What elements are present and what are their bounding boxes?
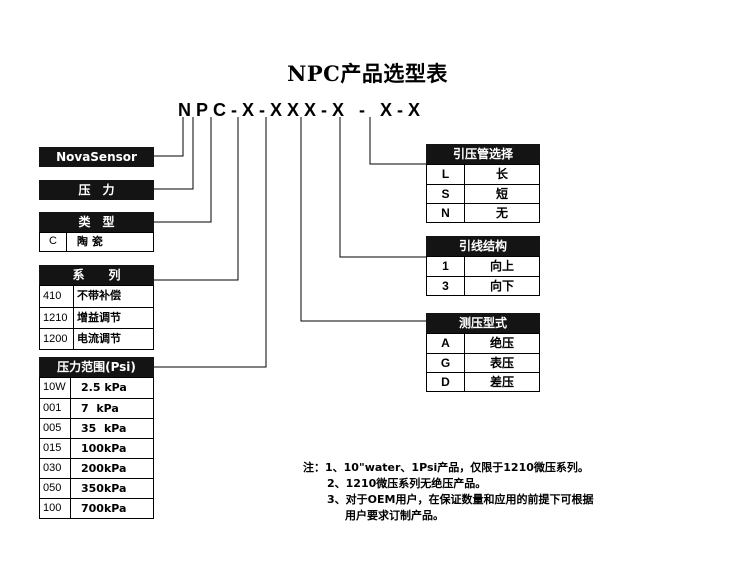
- measure-code: A: [427, 334, 465, 353]
- table-row: 050 350kPa: [40, 478, 153, 498]
- note-line: 2、1210微压系列无绝压产品。: [327, 477, 487, 490]
- tube-code: S: [427, 185, 465, 203]
- tube-code: N: [427, 204, 465, 222]
- range-code: 001: [40, 399, 71, 418]
- model-code: NPC-X-XXX-X - X-X: [178, 100, 426, 120]
- tube-desc: 长: [495, 167, 508, 181]
- series-code: 1200: [40, 329, 74, 349]
- range-desc: 350kPa: [81, 482, 127, 495]
- table-row: D 差压: [427, 372, 539, 391]
- range-code: 100: [40, 499, 71, 518]
- tube-header: 引压管选择: [426, 144, 540, 164]
- table-row: 015 100kPa: [40, 438, 153, 458]
- measure-code: G: [427, 354, 465, 372]
- measure-desc: 表压: [489, 356, 514, 370]
- connector-pressure: [154, 117, 194, 190]
- connector-range: [154, 117, 267, 368]
- connector-series: [154, 117, 239, 281]
- pressure-header: 压 力: [39, 180, 154, 200]
- table-row: N 无: [427, 203, 539, 222]
- range-code: 030: [40, 459, 71, 478]
- range-desc: 200kPa: [81, 462, 127, 475]
- tube-table: L 长 S 短 N 无: [426, 164, 540, 223]
- range-code: 050: [40, 479, 71, 498]
- table-row: 030 200kPa: [40, 458, 153, 478]
- connector-lead: [339, 117, 426, 258]
- series-header: 系 列: [39, 265, 154, 285]
- range-header: 压力范围(Psi): [39, 357, 154, 377]
- note-line: 注：1、10"water、1Psi产品，仅限于1210微压系列。: [303, 461, 589, 474]
- connector-measure: [300, 117, 426, 322]
- lead-desc: 向下: [489, 279, 514, 293]
- measure-desc: 差压: [489, 375, 514, 389]
- table-row: 1 向上: [427, 257, 539, 276]
- range-code: 10W: [40, 378, 71, 398]
- connector-tube: [369, 117, 426, 165]
- connector-brand: [154, 117, 184, 157]
- lead-header: 引线结构: [426, 236, 540, 256]
- table-row: 410 不带补偿: [40, 286, 153, 307]
- measure-header: 测压型式: [426, 313, 540, 333]
- table-row: 1210 增益调节: [40, 307, 153, 328]
- lead-desc: 向上: [489, 259, 514, 273]
- series-code: 410: [40, 286, 74, 307]
- table-row: 005 35 kPa: [40, 418, 153, 438]
- table-row: 10W 2.5 kPa: [40, 378, 153, 398]
- series-table: 410 不带补偿 1210 增益调节 1200 电流调节: [39, 285, 154, 350]
- connector-type: [154, 117, 212, 223]
- type-table: C 陶 瓷: [39, 232, 154, 252]
- lead-code: 1: [427, 257, 465, 276]
- note-line: 用户要求订制产品。: [345, 509, 444, 522]
- table-row: 001 7 kPa: [40, 398, 153, 418]
- tube-desc: 无: [495, 206, 508, 220]
- table-row: L 长: [427, 165, 539, 184]
- notes: 注：1、10"water、1Psi产品，仅限于1210微压系列。 2、1210微…: [303, 460, 593, 524]
- range-desc: 35 kPa: [81, 422, 127, 435]
- note-line: 3、对于OEM用户，在保证数量和应用的前提下可根据: [327, 493, 594, 506]
- range-table: 10W 2.5 kPa 001 7 kPa 005 35 kPa 015 100…: [39, 377, 154, 519]
- tube-desc: 短: [495, 187, 508, 201]
- table-row: G 表压: [427, 353, 539, 372]
- range-desc: 7 kPa: [81, 402, 119, 415]
- series-desc: 不带补偿: [77, 289, 121, 302]
- page-title: NPC产品选型表: [287, 61, 448, 86]
- type-desc: 陶 瓷: [77, 235, 103, 248]
- tube-code: L: [427, 165, 465, 184]
- range-desc: 2.5 kPa: [81, 381, 127, 394]
- series-desc: 电流调节: [77, 332, 121, 345]
- range-desc: 700kPa: [81, 502, 127, 515]
- brand-header: NovaSensor: [39, 147, 154, 167]
- measure-desc: 绝压: [489, 336, 514, 350]
- table-row: C 陶 瓷: [40, 233, 153, 251]
- range-code: 005: [40, 419, 71, 438]
- range-desc: 100kPa: [81, 442, 127, 455]
- range-code: 015: [40, 439, 71, 458]
- table-row: S 短: [427, 184, 539, 203]
- table-row: 100 700kPa: [40, 498, 153, 518]
- type-header: 类 型: [39, 212, 154, 232]
- series-desc: 增益调节: [77, 311, 121, 324]
- measure-code: D: [427, 373, 465, 391]
- table-row: 1200 电流调节: [40, 328, 153, 349]
- table-row: A 绝压: [427, 334, 539, 353]
- type-code: C: [40, 233, 67, 251]
- series-code: 1210: [40, 308, 74, 328]
- lead-table: 1 向上 3 向下: [426, 256, 540, 296]
- measure-table: A 绝压 G 表压 D 差压: [426, 333, 540, 392]
- table-row: 3 向下: [427, 276, 539, 295]
- lead-code: 3: [427, 277, 465, 295]
